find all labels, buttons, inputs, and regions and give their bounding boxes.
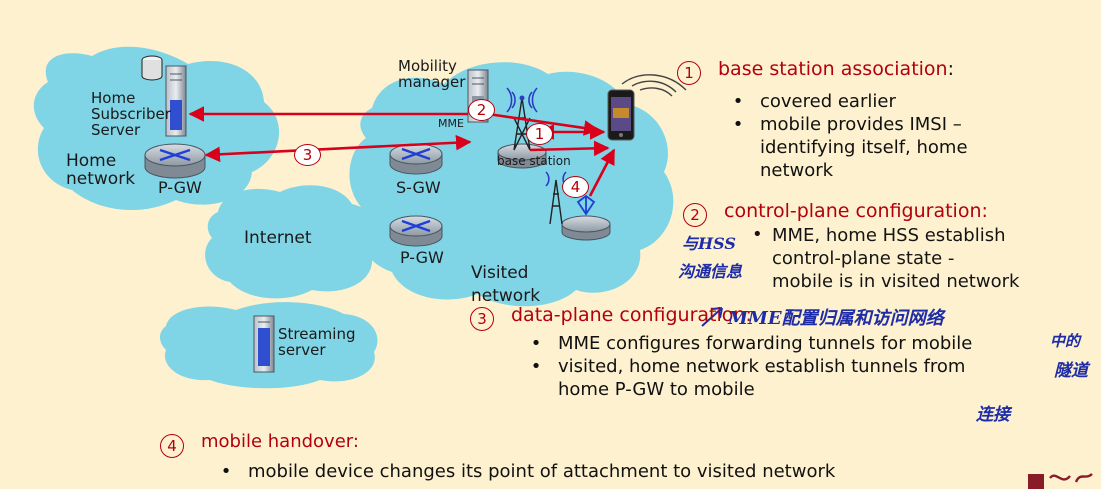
diagram-marker-3: 3 xyxy=(294,144,321,166)
handwritten-note-mme-4: 连接 xyxy=(976,405,1010,425)
step-1-bullets: •covered earlier •mobile provides IMSI –… xyxy=(728,90,968,182)
handwritten-note-mme-2: 中的 xyxy=(1050,332,1081,350)
home-network-cloud xyxy=(33,46,280,211)
list-item: identifying itself, home xyxy=(760,137,968,158)
mobility-manager-label: Mobility manager xyxy=(398,57,466,91)
list-item: home P-GW to mobile xyxy=(558,379,755,400)
step-4-title: mobile handover: xyxy=(201,431,359,452)
sgw-router-icon xyxy=(389,143,443,175)
step-2-bullet-dot: • xyxy=(752,224,763,245)
step-2-title: control-plane configuration: xyxy=(724,200,988,222)
home-subscriber-server-icon xyxy=(141,55,187,137)
list-item: network xyxy=(760,160,834,181)
base-station-2-icon xyxy=(545,171,611,241)
step-2-text: MME, home HSS establish control-plane st… xyxy=(772,225,1020,292)
hss-label: Home Subscriber Server xyxy=(91,89,171,139)
signaling-arrows xyxy=(188,106,616,197)
home-pgw-label: P-GW xyxy=(158,178,202,197)
diagram-marker-2: 2 xyxy=(468,99,495,121)
step-3-title: data-plane configuration: xyxy=(511,304,752,326)
tunnel-pgw-sgw-arrow xyxy=(204,134,472,163)
streaming-server-icon xyxy=(253,315,275,373)
bs2-mobile-arrow xyxy=(588,148,616,197)
mme-label: MME xyxy=(438,117,464,130)
handwritten-note-mme-1: MME配置归属和访问网络 xyxy=(728,308,944,329)
base-station-label: base station xyxy=(497,154,571,168)
internet-label: Internet xyxy=(244,228,312,248)
university-logo xyxy=(1028,473,1093,489)
handwritten-arrow xyxy=(701,307,723,327)
diagram-marker-1: 1 xyxy=(526,123,553,145)
home-pgw-router-icon xyxy=(144,143,206,179)
step-3-number: 3 xyxy=(470,307,494,331)
step-1-title: base station association: xyxy=(718,58,954,80)
step-4-bullets: •mobile device changes its point of atta… xyxy=(216,460,836,483)
step-2-number: 2 xyxy=(683,203,707,227)
diagram-marker-4: 4 xyxy=(562,176,589,198)
handwritten-note-hss-2: 沟通信息 xyxy=(678,262,743,281)
smartphone-icon xyxy=(607,74,687,141)
internet-cloud xyxy=(205,185,381,299)
home-network-label: Home network xyxy=(66,151,136,189)
list-item: •mobile provides IMSI – xyxy=(732,114,962,135)
visited-pgw-router-icon xyxy=(389,215,443,247)
bs1-to-mobile-arrow xyxy=(529,140,610,157)
list-item: •visited, home network establish tunnels… xyxy=(530,356,966,377)
list-item: •MME configures forwarding tunnels for m… xyxy=(530,333,973,354)
visited-pgw-label: P-GW xyxy=(400,248,444,267)
step-1-number: 1 xyxy=(677,61,701,85)
list-item: •covered earlier xyxy=(732,91,896,112)
visited-network-label: Visited network xyxy=(471,263,541,306)
step-1-title-colon: : xyxy=(947,58,954,80)
list-item: •mobile device changes its point of atta… xyxy=(220,461,836,482)
sgw-label: S-GW xyxy=(396,178,441,197)
step-4-number: 4 xyxy=(160,434,184,458)
base-station-icon xyxy=(497,87,547,169)
handwritten-note-hss-1: 与HSS xyxy=(682,234,736,253)
step-3-bullets: •MME configures forwarding tunnels for m… xyxy=(526,332,973,401)
streaming-server-label: Streaming server xyxy=(278,325,356,359)
handwritten-note-mme-3: 隧道 xyxy=(1054,361,1088,381)
